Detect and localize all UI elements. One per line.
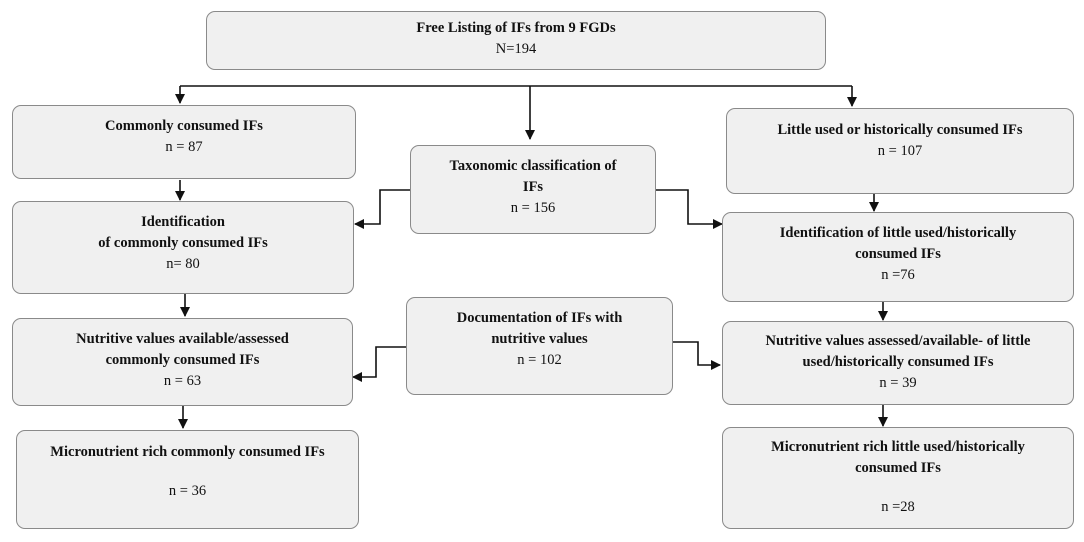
- node-ident-common: Identification of commonly consumed IFs …: [12, 201, 354, 294]
- node-doc-title-1: Documentation of IFs with: [456, 310, 623, 326]
- node-doc: Documentation of IFs with nutritive valu…: [406, 297, 673, 395]
- node-micro-common-count: n = 36: [168, 483, 207, 499]
- node-ident-little-title-1: Identification of little used/historical…: [779, 225, 1017, 241]
- node-ident-common-title-2: of commonly consumed IFs: [98, 235, 268, 251]
- node-taxonomic: Taxonomic classification of IFs n = 156: [410, 145, 656, 234]
- node-root: Free Listing of IFs from 9 FGDs N=194: [206, 11, 826, 70]
- node-ident-little-count: n =76: [881, 267, 915, 283]
- node-ident-common-count: n= 80: [166, 256, 200, 272]
- node-micro-little-title-1: Micronutrient rich little used/historica…: [771, 439, 1025, 455]
- arrow-doc-to-nutri-little: [673, 341, 721, 370]
- node-taxonomic-title-1: Taxonomic classification of: [449, 158, 617, 174]
- node-root-count: N=194: [495, 41, 537, 57]
- spacer: [17, 463, 358, 481]
- node-ident-little-title-2: consumed IFs: [855, 246, 941, 262]
- node-nutri-common: Nutritive values available/assessed comm…: [12, 318, 353, 406]
- node-common-title: Commonly consumed IFs: [105, 118, 263, 134]
- node-nutri-little-count: n = 39: [879, 375, 917, 391]
- node-micro-little-title-2: consumed IFs: [855, 460, 941, 476]
- node-micro-little-count: n =28: [881, 499, 915, 515]
- node-little-count: n = 107: [877, 143, 923, 159]
- node-common-count: n = 87: [165, 139, 203, 155]
- node-little: Little used or historically consumed IFs…: [726, 108, 1074, 194]
- node-nutri-common-title-1: Nutritive values available/assessed: [76, 331, 289, 347]
- node-doc-title-2: nutritive values: [491, 331, 588, 347]
- node-nutri-little-title-2: used/historically consumed IFs: [802, 354, 994, 370]
- node-ident-little: Identification of little used/historical…: [722, 212, 1074, 302]
- node-micro-common: Micronutrient rich commonly consumed IFs…: [16, 430, 359, 529]
- node-nutri-common-count: n = 63: [163, 373, 202, 389]
- node-taxonomic-title-2: IFs: [522, 179, 544, 195]
- node-doc-count: n = 102: [517, 352, 562, 368]
- node-common: Commonly consumed IFs n = 87: [12, 105, 356, 179]
- node-ident-common-title-1: Identification: [141, 214, 225, 230]
- node-nutri-common-title-2: commonly consumed IFs: [105, 352, 260, 368]
- arrow-taxonomic-to-ident-common: [354, 189, 410, 229]
- node-micro-little: Micronutrient rich little used/historica…: [722, 427, 1074, 529]
- arrow-doc-to-nutri-common: [352, 346, 406, 382]
- node-micro-common-title: Micronutrient rich commonly consumed IFs: [50, 444, 325, 460]
- node-nutri-little: Nutritive values assessed/available- of …: [722, 321, 1074, 405]
- spacer: [723, 479, 1073, 497]
- node-little-title: Little used or historically consumed IFs: [777, 122, 1023, 138]
- node-root-title: Free Listing of IFs from 9 FGDs: [416, 20, 616, 36]
- node-taxonomic-count: n = 156: [510, 200, 556, 216]
- arrow-taxonomic-to-ident-little: [656, 189, 723, 229]
- arrow-root-to-common: [180, 85, 852, 103]
- node-nutri-little-title-1: Nutritive values assessed/available- of …: [765, 333, 1031, 349]
